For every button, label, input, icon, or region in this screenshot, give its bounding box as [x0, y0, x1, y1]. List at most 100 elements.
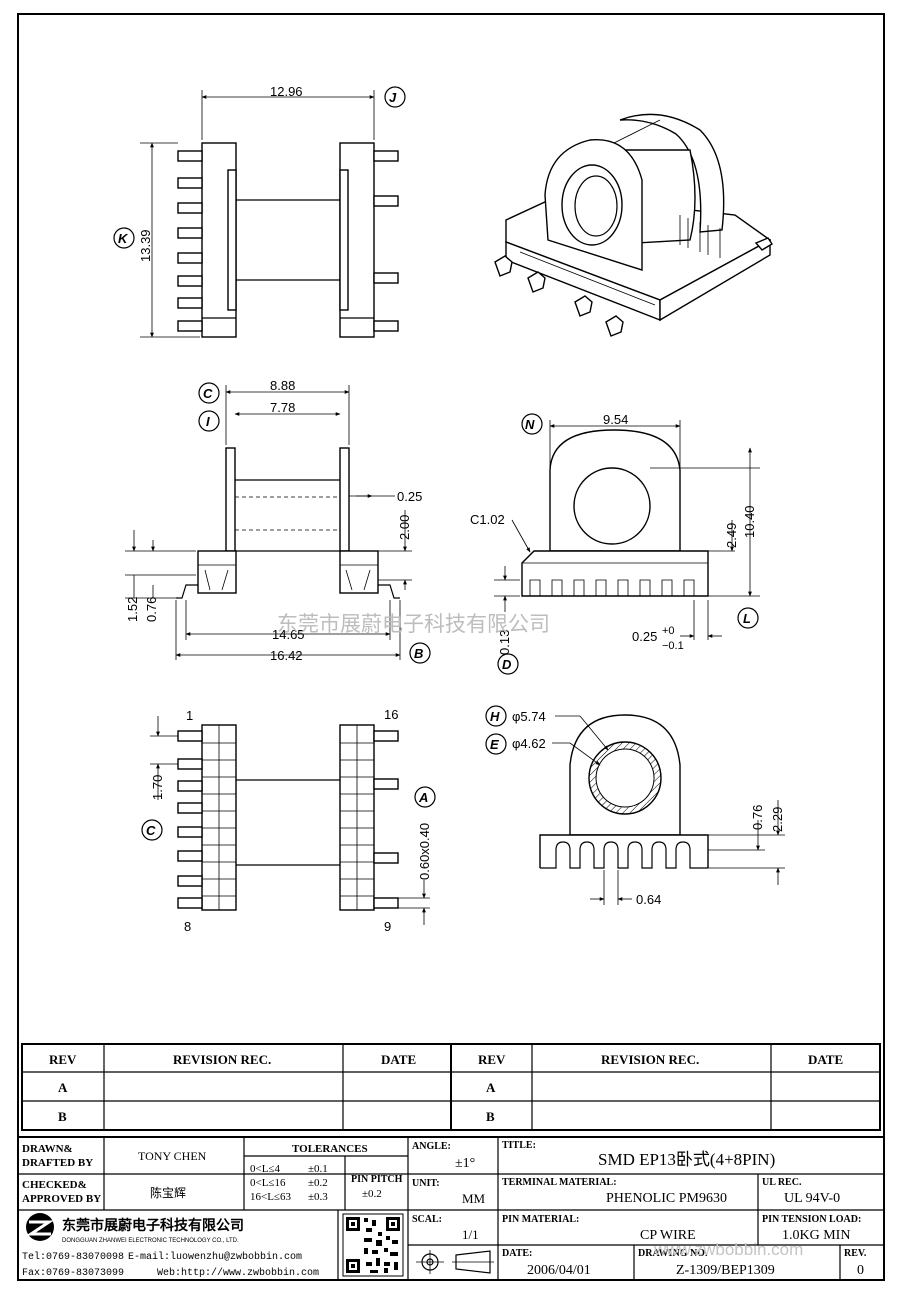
dim-top-width: 12.96 — [270, 84, 303, 99]
pin-label-16: 16 — [384, 707, 398, 722]
date-label: DATE: — [502, 1248, 532, 1259]
rev-row-a-2: A — [486, 1080, 496, 1095]
rev-row-b-2: B — [486, 1109, 495, 1124]
company-web: Web:http://www.zwbobbin.com — [157, 1267, 319, 1279]
pin-material-label: PIN MATERIAL: — [502, 1214, 579, 1225]
dim-bottom-pitch: 1.70 — [150, 775, 165, 800]
top-view: 12.96 13.39 J K — [113, 84, 406, 338]
revision-table: REV REVISION REC. DATE REV REVISION REC.… — [21, 1043, 881, 1131]
dim-front-tol-plus: +0 — [662, 625, 675, 637]
rev-value: 0 — [857, 1263, 864, 1278]
company-logo — [26, 1213, 54, 1241]
pin-pitch-label: PIN PITCH — [351, 1174, 403, 1185]
marker-a: A — [418, 790, 428, 805]
dim-left-152: 1.52 — [125, 597, 140, 622]
checked-label-2: APPROVED BY — [22, 1193, 101, 1205]
dim-flange-thk: 0.25 — [397, 489, 422, 504]
dim-front-tol-minus: −0.1 — [662, 640, 684, 652]
pin-tension-label: PIN TENSION LOAD: — [762, 1214, 861, 1225]
dim-base-step: 2.00 — [397, 515, 412, 540]
drawing-no-label: DRAWING NO. — [638, 1248, 708, 1259]
tol-value-2: ±0.2 — [308, 1177, 328, 1189]
watermark-corner: www.zwbobbin.com — [653, 1240, 803, 1259]
marker-c-side: C — [203, 386, 213, 401]
angle-value: ±1° — [455, 1156, 475, 1171]
tol-range-2: 0<L≤16 — [250, 1177, 286, 1189]
angle-label: ANGLE: — [412, 1141, 451, 1152]
date-value: 2006/04/01 — [527, 1263, 591, 1278]
pin-pitch-value: ±0.2 — [362, 1188, 382, 1200]
dim-front-width: 9.54 — [603, 412, 628, 427]
company-name-cn: 东莞市展蔚电子科技有限公司 — [62, 1217, 244, 1233]
rev-header-rec-1: REVISION REC. — [173, 1052, 271, 1067]
marker-k: K — [118, 231, 129, 246]
pin-tension-value: 1.0KG MIN — [782, 1228, 850, 1243]
tol-value-1: ±0.1 — [308, 1163, 328, 1175]
pin-label-8: 8 — [184, 919, 191, 934]
rev-label: REV. — [844, 1248, 867, 1259]
tol-range-3: 16<L≤63 — [250, 1191, 291, 1203]
side-view: 8.88 7.78 C I 0.25 2.00 1.52 0.76 14.65 … — [125, 378, 431, 664]
marker-l: L — [743, 611, 751, 626]
rear-view: φ5.74 H φ4.62 E 0.76 2.29 0.64 — [485, 705, 785, 907]
dim-rear-076: 0.76 — [750, 805, 765, 830]
terminal-material-value: PHENOLIC PM9630 — [606, 1191, 727, 1206]
rev-header-date-2: DATE — [808, 1052, 843, 1067]
rev-header-date-1: DATE — [381, 1052, 416, 1067]
tolerances-label: TOLERANCES — [292, 1143, 368, 1155]
company-name-en: DONGGUAN ZHANWEI ELECTRONIC TECHNOLOGY C… — [62, 1238, 239, 1244]
company-email: E-mail:luowenzhu@zwbobbin.com — [128, 1251, 302, 1263]
dim-span-outer: 16.42 — [270, 648, 303, 663]
rev-row-a-1: A — [58, 1080, 68, 1095]
marker-h: H — [490, 709, 500, 724]
checked-label-1: CHECKED& — [22, 1179, 87, 1191]
dim-span-inner: 14.65 — [272, 627, 305, 642]
dim-dia-outer: φ5.74 — [512, 709, 546, 724]
marker-c-bottom: C — [146, 823, 156, 838]
marker-n: N — [525, 417, 535, 432]
dim-rear-064: 0.64 — [636, 892, 661, 907]
company-fax: Fax:0769-83073099 — [22, 1268, 124, 1279]
dim-chamfer: C1.02 — [470, 512, 505, 527]
scal-label: SCAL: — [412, 1214, 442, 1225]
dim-side-outer: 8.88 — [270, 378, 295, 393]
marker-e: E — [490, 737, 499, 752]
dim-front-249: 2.49 — [724, 523, 739, 548]
front-view: 9.54 N C1.02 2.49 10.40 0.13 D 0.25 +0 −… — [470, 412, 760, 675]
company-tel: Tel:0769-83070098 — [22, 1251, 124, 1263]
dim-side-inner: 7.78 — [270, 400, 295, 415]
title-label: TITLE: — [502, 1140, 536, 1151]
drawn-label-2: DRAFTED BY — [22, 1157, 93, 1169]
dim-left-076: 0.76 — [144, 597, 159, 622]
scal-value: 1/1 — [462, 1227, 479, 1242]
title-value: SMD EP13卧式(4+8PIN) — [598, 1150, 775, 1169]
pin-label-1: 1 — [186, 708, 193, 723]
marker-d: D — [502, 657, 512, 672]
drawn-label-1: DRAWN& — [22, 1143, 73, 1155]
ul-rec-value: UL 94V-0 — [784, 1191, 840, 1206]
watermark-center: 东莞市展蔚电子科技有限公司 — [277, 613, 550, 636]
rev-header-rec-2: REVISION REC. — [601, 1052, 699, 1067]
dim-dia-inner: φ4.62 — [512, 736, 546, 751]
dim-front-height: 10.40 — [742, 505, 757, 538]
projection-symbol — [416, 1250, 494, 1274]
bottom-view: 1 16 8 9 1.70 C 0.60x0.40 A — [141, 707, 436, 934]
rev-row-b-1: B — [58, 1109, 67, 1124]
drawing-no-value: Z-1309/BEP1309 — [676, 1263, 775, 1278]
checked-value: 陈宝辉 — [150, 1185, 186, 1200]
ul-rec-label: UL REC. — [762, 1177, 802, 1188]
unit-value: MM — [462, 1191, 486, 1206]
title-block: DRAWN& DRAFTED BY TONY CHEN CHECKED& APP… — [17, 1136, 885, 1281]
tol-value-3: ±0.3 — [308, 1191, 328, 1203]
unit-label: UNIT: — [412, 1178, 440, 1189]
isometric-view — [494, 113, 773, 337]
rev-header-rev-2: REV — [478, 1052, 506, 1067]
dim-front-tol: 0.25 — [632, 629, 657, 644]
terminal-material-label: TERMINAL MATERIAL: — [502, 1177, 617, 1188]
dim-pin-size: 0.60x0.40 — [417, 823, 432, 880]
pin-material-value: CP WIRE — [640, 1228, 696, 1243]
tol-range-1: 0<L≤4 — [250, 1163, 280, 1175]
pin-label-9: 9 — [384, 919, 391, 934]
rev-header-rev-1: REV — [49, 1052, 77, 1067]
